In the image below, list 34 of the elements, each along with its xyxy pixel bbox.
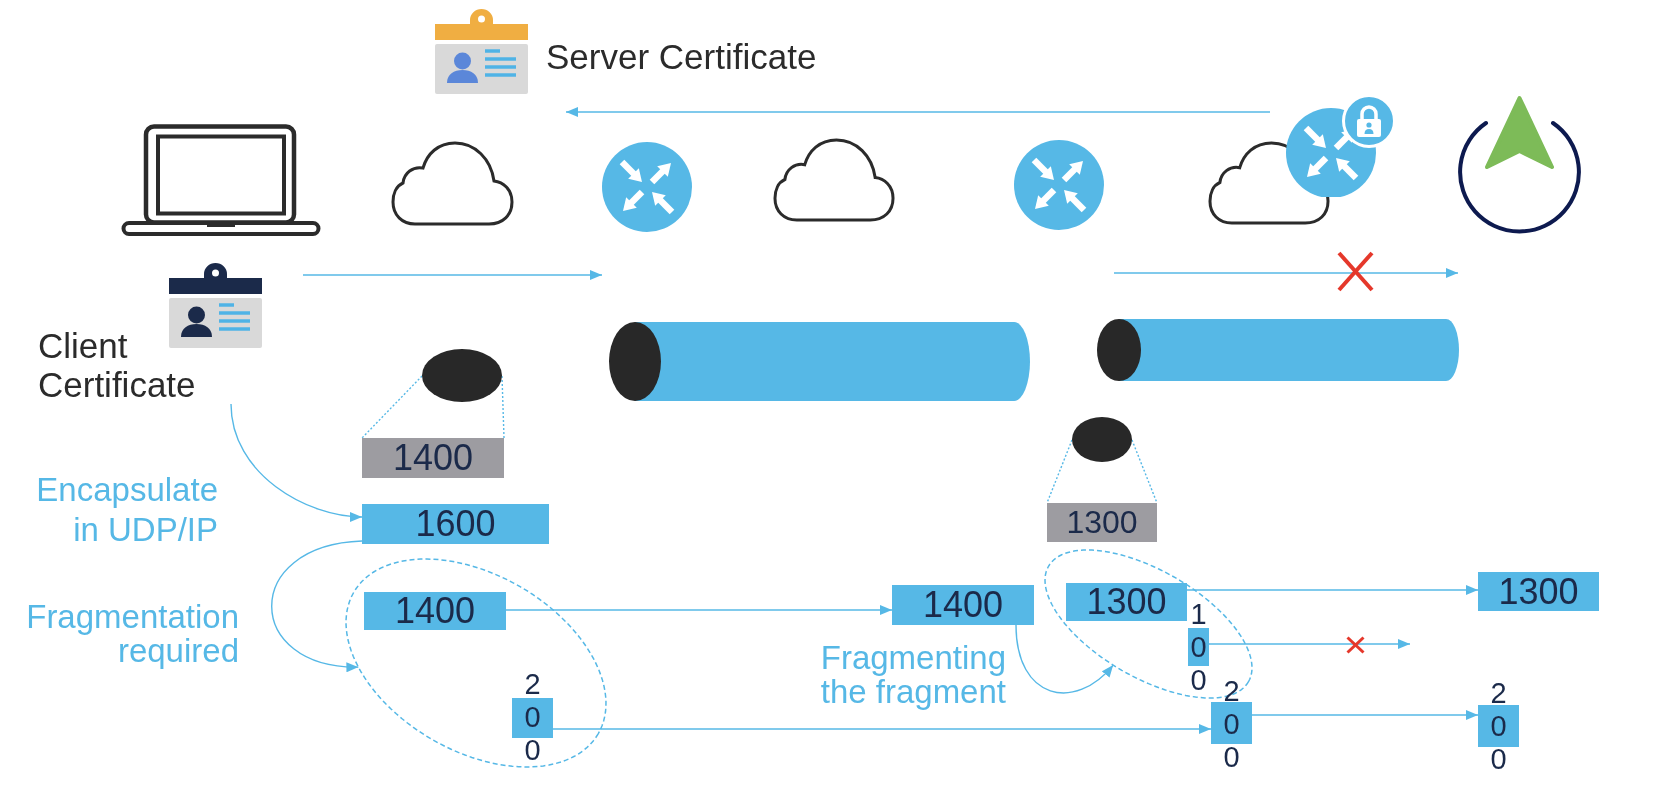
- annotation-text: Fragmentation required: [25, 600, 239, 668]
- dotted-line: [361, 375, 423, 439]
- packet: 1300: [1478, 572, 1599, 611]
- certificate-label: Client Certificate: [38, 326, 197, 404]
- dotted-line: [1131, 439, 1158, 504]
- router-icon: [602, 142, 692, 232]
- arrow: [1251, 710, 1479, 720]
- arrow: [1186, 585, 1479, 595]
- packet: 1400: [362, 438, 504, 478]
- dotted-line: [501, 375, 505, 439]
- packet: 1600: [362, 504, 549, 544]
- curved-arrow: [271, 540, 363, 672]
- annotation-text: Fragmenting the fragment: [819, 641, 1006, 709]
- curved-arrow: [1015, 624, 1114, 694]
- laptop-icon: [121, 124, 321, 236]
- annotation-text: Encapsulate in UDP/IP: [35, 470, 218, 550]
- curved-arrow: [230, 403, 363, 522]
- cloud-icon: [391, 139, 515, 227]
- packet: 1300: [1047, 503, 1157, 542]
- arrow: [1208, 639, 1411, 649]
- tunnel: [1097, 319, 1459, 381]
- tunnel-opening: [422, 349, 502, 402]
- arrow: [552, 724, 1212, 734]
- router-icon: [1014, 140, 1104, 230]
- tunnel-opening: [1072, 417, 1132, 462]
- packet: 1400: [364, 592, 506, 630]
- certificate-label: Server Certificate: [546, 37, 817, 77]
- tunnel: [609, 322, 1030, 401]
- dotted-line: [1046, 439, 1073, 504]
- arrow: [505, 605, 893, 615]
- packet: 1300: [1066, 583, 1187, 621]
- packet: 1400: [892, 585, 1034, 625]
- ring-arrow-icon: [1458, 95, 1581, 234]
- cloud-icon: [773, 136, 896, 223]
